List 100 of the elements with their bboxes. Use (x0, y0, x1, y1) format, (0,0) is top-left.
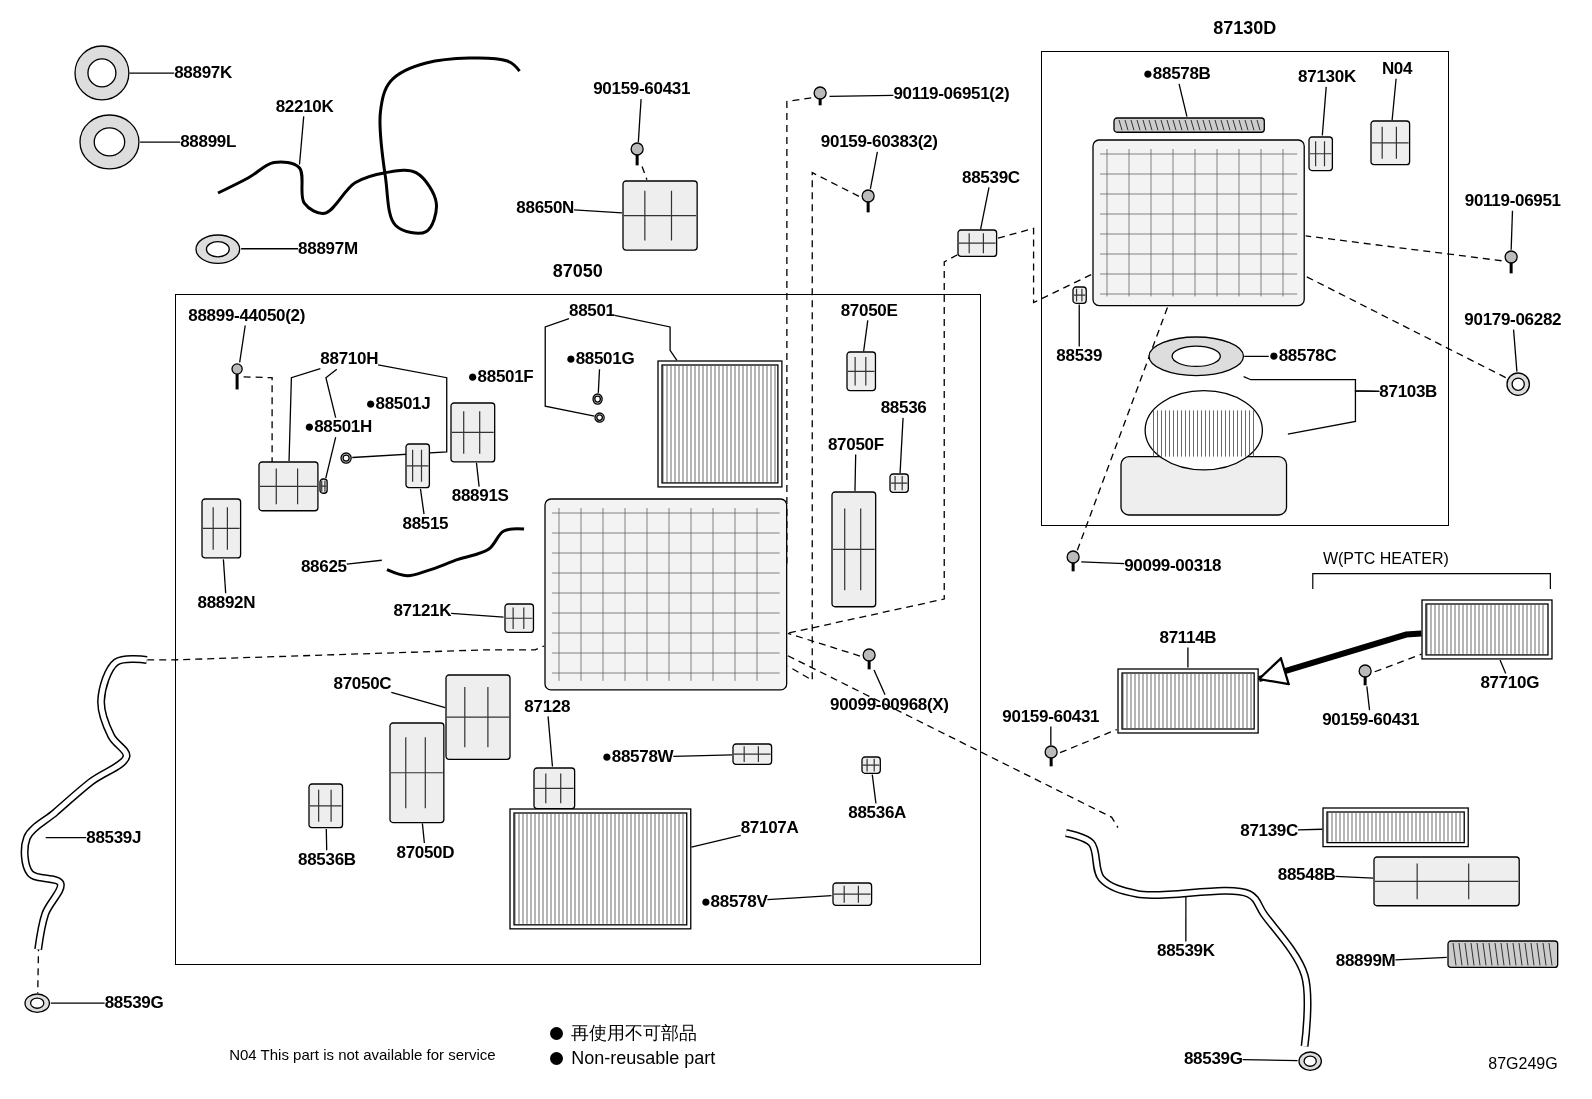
part-number: ●88578C (1268, 346, 1337, 367)
leader-line (899, 417, 904, 474)
part-number: 87710G (1480, 673, 1540, 694)
part-drawing (533, 766, 576, 810)
ring-drawing (73, 45, 130, 101)
part-number: 87107A (740, 818, 799, 839)
part-drawing (404, 443, 430, 489)
leader-line (475, 462, 480, 488)
leader-line (690, 834, 742, 848)
leader-line (139, 141, 181, 143)
legend-text: Non-reusable part (571, 1047, 716, 1069)
part-number: 88539G (104, 993, 164, 1013)
dashed-leader-line (146, 645, 545, 661)
hvac-unit-drawing (1092, 138, 1306, 307)
dashed-leader-line (1305, 235, 1503, 262)
part-number: 90159-60431 (1322, 710, 1420, 730)
ring-drawing (592, 392, 604, 406)
bolt-drawing (1065, 550, 1082, 573)
leader-line (346, 559, 383, 565)
leader-line (45, 837, 87, 839)
part-number: 87050D (396, 843, 455, 863)
part-number: 87128 (524, 696, 571, 717)
leader-line (1050, 725, 1052, 746)
part-number: 88897K (174, 63, 232, 83)
part-drawing (1373, 855, 1521, 907)
part-number: 90159-60431 (1002, 707, 1100, 727)
part-number: 88515 (402, 514, 449, 534)
bolt-drawing (231, 362, 244, 391)
core-drawing (508, 808, 692, 930)
leader-line (1391, 78, 1397, 121)
leader-line (1366, 685, 1371, 711)
part-drawing (389, 721, 446, 824)
leader-line (637, 98, 642, 143)
leader-line (325, 368, 338, 419)
ring-drawing (1297, 1050, 1322, 1072)
part-number: 87114B (1159, 627, 1217, 648)
leader-line (1499, 659, 1507, 675)
part-drawing (860, 756, 882, 775)
leader-line (1297, 828, 1324, 831)
heading-text: W(PTC HEATER) (1322, 550, 1449, 569)
leader-line (1394, 956, 1448, 961)
ring-drawing (79, 114, 141, 171)
leader-line (863, 319, 869, 352)
ring-drawing (195, 233, 242, 264)
part-number: 87130D (1213, 17, 1277, 39)
leader-line (240, 248, 299, 250)
ring-drawing (340, 451, 353, 464)
bolt-drawing (628, 142, 647, 167)
leader-line (1510, 210, 1514, 251)
part-drawing (732, 743, 773, 766)
part-number: 88539C (962, 167, 1020, 188)
part-drawing (450, 402, 496, 463)
part-number: 88891S (451, 486, 509, 507)
part-number: 87139C (1240, 820, 1298, 841)
part-number: 88710H (320, 349, 379, 370)
part-number: ●88578B (1142, 64, 1211, 84)
leader-line (450, 612, 505, 618)
core-drawing (656, 360, 783, 489)
dashed-leader-line (1059, 728, 1118, 754)
ring-drawing (594, 411, 606, 423)
bolt-drawing (811, 86, 830, 107)
part-drawing (889, 473, 910, 494)
leader-line (222, 558, 227, 594)
part-number: 88536 (880, 398, 927, 418)
leader-line (614, 314, 678, 362)
leader-line (1080, 561, 1125, 565)
part-drawing (445, 673, 512, 760)
leader-line (597, 368, 601, 394)
seal-strip-drawing (1112, 116, 1266, 133)
core-drawing (1116, 667, 1259, 734)
part-number: ●88501J (365, 394, 431, 414)
part-number: 88539J (86, 827, 142, 848)
leader-line (1334, 875, 1374, 879)
leader-line (419, 488, 425, 515)
leader-line (766, 895, 833, 901)
dashed-leader-line (1076, 305, 1169, 551)
core-drawing (1421, 599, 1554, 660)
leader-line (1178, 83, 1188, 118)
part-number: ●88578W (601, 747, 674, 768)
part-drawing (1308, 135, 1334, 172)
leader-line (239, 324, 246, 364)
part-number: 90099-00318 (1124, 555, 1222, 576)
leader-line (1187, 646, 1189, 669)
part-number: 87130K (1298, 67, 1356, 87)
part-number: 90119-06951(2) (893, 84, 1010, 105)
leader-line (1321, 86, 1327, 137)
part-number: 90159-60383(2) (820, 132, 938, 152)
leader-line (50, 1002, 106, 1004)
part-number: 88539K (1157, 941, 1215, 962)
diagram-code: 87G249G (1488, 1055, 1558, 1074)
part-number: 88539G (1183, 1049, 1243, 1069)
leader-line (325, 828, 328, 851)
core-drawing (1322, 807, 1470, 848)
part-number: 90159-60431 (593, 79, 691, 100)
leader-line (351, 364, 448, 459)
part-number: 87050E (840, 300, 898, 321)
part-number: 88536A (848, 803, 907, 823)
part-number: 88892N (197, 593, 256, 613)
part-number: 87121K (393, 601, 452, 621)
part-number: 88897M (298, 239, 358, 259)
